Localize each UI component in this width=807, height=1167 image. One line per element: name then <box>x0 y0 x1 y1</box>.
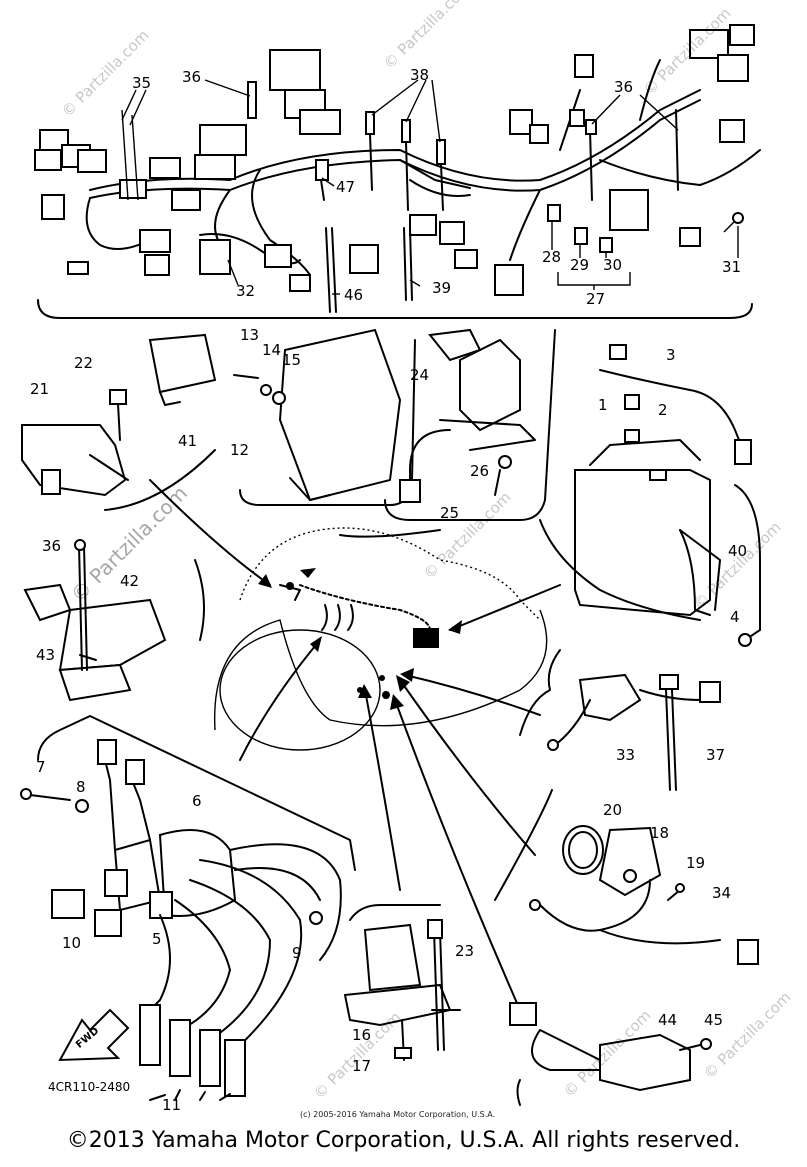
callout-14: 14 <box>262 341 281 359</box>
callout-17: 17 <box>352 1057 371 1075</box>
callout-31: 31 <box>722 258 741 276</box>
motorcycle-outline <box>149 479 561 1011</box>
callout-40: 40 <box>728 542 747 560</box>
diagram-code: 4CR110-2480 <box>48 1080 131 1094</box>
callout-29: 29 <box>570 256 589 274</box>
callout-46: 46 <box>344 286 363 304</box>
callout-30: 30 <box>603 256 622 274</box>
callout-44: 44 <box>658 1011 677 1029</box>
callout-2: 2 <box>658 401 668 419</box>
callout-20: 20 <box>603 801 622 819</box>
callout-12: 12 <box>230 441 249 459</box>
wire-harness-group <box>34 24 761 319</box>
callout-38: 38 <box>410 66 429 84</box>
callout-41: 41 <box>178 432 197 450</box>
callout-39: 39 <box>432 279 451 297</box>
callout-16: 16 <box>352 1026 371 1044</box>
callout-22: 22 <box>74 354 93 372</box>
callout-33: 33 <box>616 746 635 764</box>
callout-47: 47 <box>336 178 355 196</box>
callout-11: 11 <box>162 1096 181 1114</box>
callout-9: 9 <box>292 944 302 962</box>
callout-19: 19 <box>686 854 705 872</box>
callout-36-right: 36 <box>614 78 633 96</box>
callout-42: 42 <box>120 572 139 590</box>
callout-36-mid: 36 <box>42 537 61 555</box>
callout-35: 35 <box>132 74 151 92</box>
callout-27: 27 <box>586 290 605 308</box>
callout-43: 43 <box>36 646 55 664</box>
callout-4: 4 <box>730 608 740 626</box>
callout-45: 45 <box>704 1011 723 1029</box>
callout-18: 18 <box>650 824 669 842</box>
callout-6: 6 <box>192 792 202 810</box>
callout-1: 1 <box>598 396 608 414</box>
callout-24: 24 <box>410 366 429 384</box>
callout-13: 13 <box>240 326 259 344</box>
callout-34: 34 <box>712 884 731 902</box>
callout-28: 28 <box>542 248 561 266</box>
callout-10: 10 <box>62 934 81 952</box>
callout-3: 3 <box>666 346 676 364</box>
callout-labels: 35 36 38 36 47 28 29 30 31 27 32 46 39 1… <box>30 66 747 1114</box>
callout-23: 23 <box>455 942 474 960</box>
lower-components-group <box>20 715 759 1106</box>
callout-21: 21 <box>30 380 49 398</box>
small-copyright: (c) 2005-2016 Yamaha Motor Corporation, … <box>300 1110 496 1119</box>
callout-37: 37 <box>706 746 725 764</box>
callout-32: 32 <box>236 282 255 300</box>
callout-7: 7 <box>36 758 46 776</box>
middle-components-group <box>21 328 761 791</box>
callout-26: 26 <box>470 462 489 480</box>
callout-25: 25 <box>440 504 459 522</box>
callout-8: 8 <box>76 778 86 796</box>
callout-5: 5 <box>152 930 162 948</box>
callout-15: 15 <box>282 351 301 369</box>
callout-36-top: 36 <box>182 68 201 86</box>
copyright-notice: ©2013 Yamaha Motor Corporation, U.S.A. A… <box>66 1128 741 1153</box>
